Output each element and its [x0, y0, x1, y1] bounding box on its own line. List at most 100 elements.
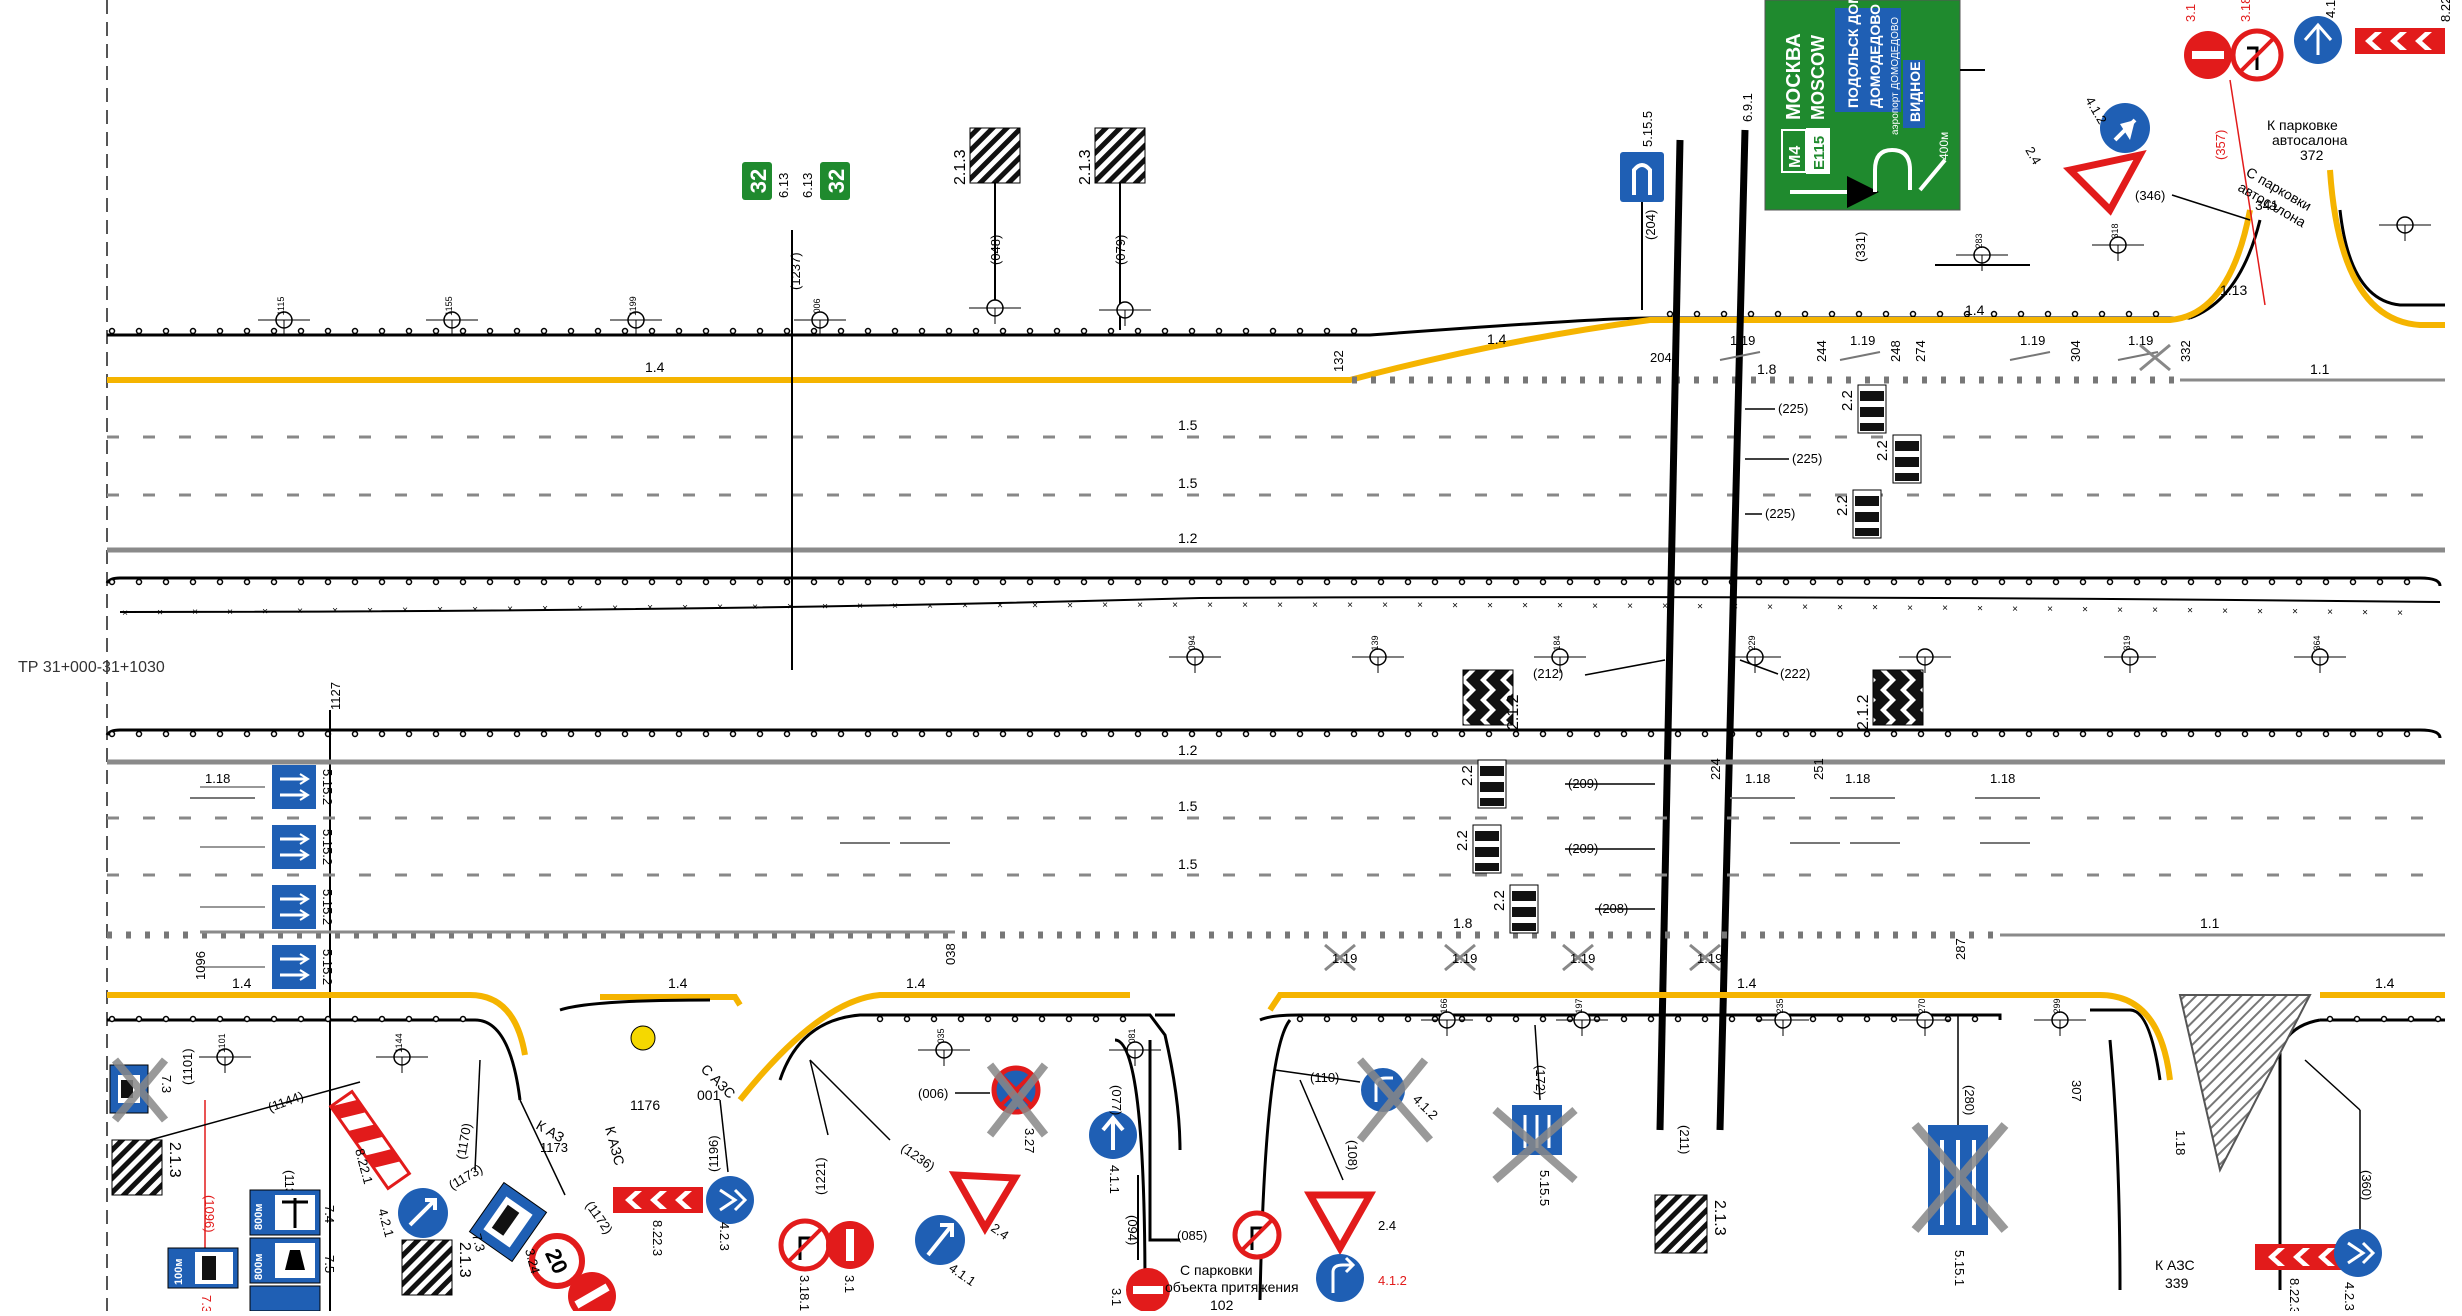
road-post: [324, 327, 332, 335]
road-post: [2380, 1015, 2388, 1023]
sign-code-6-9-1: 6.9.1: [1740, 93, 1755, 122]
road-post: [1998, 730, 2006, 738]
sign-code-5-15-2: 5.15.2: [320, 829, 335, 865]
fence-mark: ×: [402, 605, 408, 616]
sign-code-8-22-3: 8.22.3: [2287, 1278, 2302, 1311]
road-post: [1755, 1015, 1763, 1023]
svg-text:ПОДОЛЬСК ДОМОДЕДОВО: ПОДОЛЬСК ДОМОДЕДОВО: [1845, 0, 1861, 108]
marking-1-5-label: 1.5: [1178, 475, 1198, 491]
distance-211: (211): [1677, 1125, 1692, 1154]
road-post: [1674, 1015, 1682, 1023]
road-post: [1350, 578, 1358, 586]
marking-1-18-label: 1.18: [1745, 771, 1770, 786]
fence-mark: ×: [822, 601, 828, 612]
road-post: [1242, 730, 1250, 738]
gas-station-number: 339: [2165, 1275, 2189, 1291]
road-post: [1917, 578, 1925, 586]
sign-2-2-stripe: [1860, 423, 1884, 431]
road-post: [1242, 327, 1250, 335]
marking-1-19-arrow: [1719, 351, 1761, 361]
sign-code-3-24: 3.24: [522, 1247, 543, 1275]
marking-1-2-label: 1.2: [1178, 742, 1198, 758]
road-post: [864, 327, 872, 335]
road-post: [594, 327, 602, 335]
road-post: [540, 327, 548, 335]
road-post: [243, 730, 251, 738]
marking-1-19-label: 1.19: [1332, 951, 1357, 966]
fence-mark: ×: [367, 605, 373, 616]
road-post: [1674, 730, 1682, 738]
sign-code-7-5: 7.5: [322, 1255, 337, 1273]
sign-2-2-stripe: [1855, 496, 1879, 506]
marking-1-19-label: 1.19: [1452, 951, 1477, 966]
road-post: [2349, 730, 2357, 738]
marking-1-5-label: 1.5: [1178, 856, 1198, 872]
road-post: [1080, 730, 1088, 738]
position-204: 204: [1650, 350, 1672, 365]
sign-code-2-1-3: 2.1.3: [456, 1242, 473, 1278]
parking-label: К парковке: [2267, 117, 2338, 133]
marking-1-4-label: 1.4: [668, 975, 688, 991]
road-post: [2052, 578, 2060, 586]
road-post: [270, 327, 278, 335]
leader-line: [1299, 1079, 1344, 1181]
road-post: [567, 578, 575, 586]
road-post: [891, 730, 899, 738]
sign-code-6-13: 6.13: [776, 173, 791, 198]
leader-line: [1584, 659, 1666, 676]
lane-sign-5-15-5: [1620, 152, 1664, 202]
road-post: [2214, 578, 2222, 586]
road-post: [513, 578, 521, 586]
road-post: [1011, 1015, 1019, 1023]
signs-2-2-top: 2.2(225)2.2(225)2.2(225): [1745, 384, 1922, 539]
road-post: [405, 1015, 413, 1023]
lane-arrow: [280, 957, 306, 977]
road-post: [1053, 327, 1061, 335]
hatched-board-2-1-3: [1654, 1194, 1708, 1254]
distance-085: (085): [1177, 1228, 1207, 1243]
marking-removed: [1562, 943, 1594, 972]
distance-1221: (1221): [813, 1157, 828, 1195]
no-entry-sign-3-1: [568, 1272, 616, 1316]
lamp-label: 235: [1775, 998, 1785, 1013]
median-posts: ××××××××××××××××××××××××××××××××××××××××…: [108, 578, 2411, 738]
fence-mark: ×: [787, 602, 793, 613]
fence-mark: ×: [1977, 603, 1983, 614]
road-post: [2407, 1015, 2415, 1023]
road-post: [351, 730, 359, 738]
sign-2-2-stripe: [1475, 847, 1499, 857]
sign-2-2-stripe: [1480, 766, 1504, 776]
road-post: [297, 327, 305, 335]
hatched-board-2-1-3: [401, 1239, 453, 1296]
road-post: [189, 730, 197, 738]
road-post: [1747, 310, 1755, 318]
lamp-label: 1101: [217, 1033, 227, 1052]
sign-code-2-2: 2.2: [1834, 495, 1851, 516]
road-post: [594, 730, 602, 738]
bottom-edge-line-1-4b: [600, 994, 743, 1007]
road-post: [108, 1015, 116, 1023]
sign-code-4-2-1: 4.2.1: [375, 1207, 397, 1239]
road-post: [1134, 578, 1142, 586]
gas-station-number: 1173: [540, 1140, 568, 1155]
road-post: [486, 730, 494, 738]
road-post: [1350, 1015, 1358, 1023]
road-post: [1720, 310, 1728, 318]
sign-code-5-15-5: 5.15.5: [1537, 1170, 1552, 1206]
road-post: [648, 730, 656, 738]
gas-station-exit-number: 001: [697, 1087, 721, 1103]
lamp-label: 319: [2122, 635, 2132, 650]
lamp-label: 299: [2052, 998, 2062, 1013]
lane-arrow-head: [299, 773, 310, 801]
road-post: [2434, 1015, 2442, 1023]
sign-code-3-18-1: 3.18.1: [797, 1275, 812, 1311]
road-post: [2052, 730, 2060, 738]
road-post: [1092, 1015, 1100, 1023]
fence-mark: ×: [1242, 600, 1248, 611]
sign-code-5-15-2: 5.15.2: [320, 769, 335, 805]
km-sign-32-a: 32: [742, 162, 772, 200]
road-post: [1620, 578, 1628, 586]
sign-code-3-27: 3.27: [1022, 1128, 1037, 1153]
road-post: [1269, 327, 1277, 335]
road-post: [1188, 578, 1196, 586]
